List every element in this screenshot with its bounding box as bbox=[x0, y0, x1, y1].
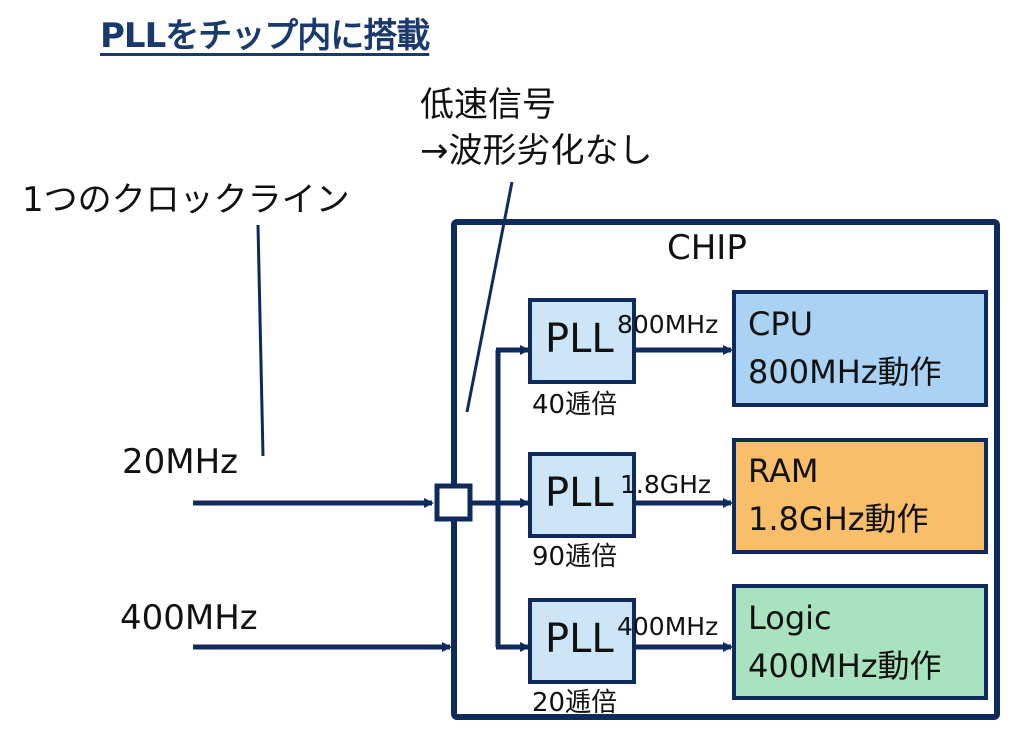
pll-label-1: PLL bbox=[545, 316, 614, 362]
clock-line-pointer-line bbox=[256, 224, 265, 457]
low-speed-note-line1: 低速信号 bbox=[420, 85, 556, 125]
chip-outline bbox=[451, 219, 1000, 720]
pll-box-2 bbox=[528, 452, 636, 538]
logic-block-desc: 400MHz動作 bbox=[748, 647, 942, 685]
low-speed-note: 低速信号 →波形劣化なし bbox=[420, 82, 653, 174]
pll-multiplier-3: 20逓倍 bbox=[532, 688, 618, 718]
pll-multiplier-2: 90逓倍 bbox=[532, 542, 618, 572]
pll-output-freq-2: 1.8GHz bbox=[620, 470, 712, 499]
pll-output-freq-1: 800MHz bbox=[617, 310, 719, 339]
ram-block bbox=[732, 438, 988, 554]
pll-output-freq-3: 400MHz bbox=[617, 612, 719, 641]
cpu-block bbox=[732, 290, 988, 407]
input-pad bbox=[434, 483, 473, 522]
slide-title: PLLをチップ内に搭載 bbox=[100, 16, 430, 56]
logic-block-text: Logic 400MHz動作 bbox=[748, 594, 942, 690]
input-label-400mhz: 400MHz bbox=[120, 598, 258, 638]
cpu-block-name: CPU bbox=[748, 305, 814, 343]
cpu-block-text: CPU 800MHz動作 bbox=[748, 300, 942, 396]
cpu-block-desc: 800MHz動作 bbox=[748, 353, 942, 391]
pll-box-3 bbox=[528, 598, 636, 684]
ram-block-text: RAM 1.8GHz動作 bbox=[748, 447, 929, 543]
low-speed-note-line2: →波形劣化なし bbox=[420, 131, 653, 171]
pll-label-3: PLL bbox=[545, 616, 614, 662]
ram-block-name: RAM bbox=[748, 452, 819, 490]
low-speed-pointer-line bbox=[465, 181, 514, 413]
pll-label-2: PLL bbox=[545, 470, 614, 516]
logic-block bbox=[732, 584, 988, 700]
pll-multiplier-1: 40逓倍 bbox=[532, 390, 618, 420]
logic-block-name: Logic bbox=[748, 599, 832, 637]
pll-box-1 bbox=[528, 298, 636, 384]
ram-block-desc: 1.8GHz動作 bbox=[748, 500, 929, 538]
chip-label: CHIP bbox=[667, 228, 747, 268]
input-label-20mhz: 20MHz bbox=[122, 442, 239, 482]
single-clock-line-note: 1つのクロックライン bbox=[22, 180, 350, 220]
